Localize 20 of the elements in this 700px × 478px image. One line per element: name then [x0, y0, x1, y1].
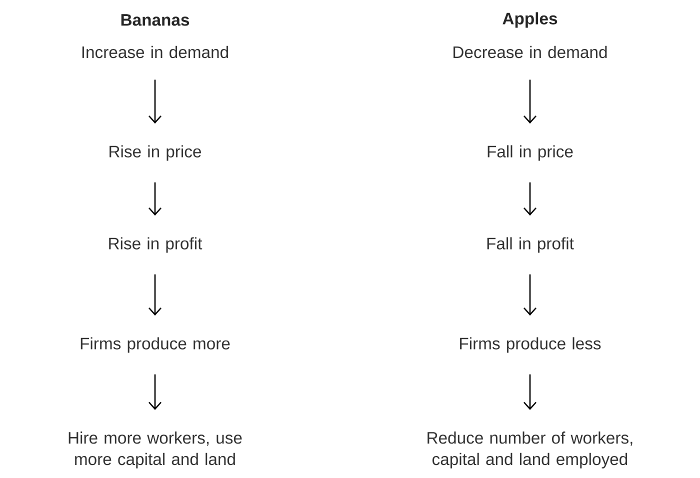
step-text: Rise in profit: [109, 237, 202, 253]
step-text: Hire more workers, use more capital and land: [68, 432, 242, 468]
arrow: [524, 182, 536, 216]
step-text: Increase in demand: [82, 46, 228, 58]
arrow: [524, 374, 536, 410]
step-text: Decrease in demand: [454, 46, 607, 58]
arrow: [524, 274, 536, 316]
step-text: Fall in profit: [487, 237, 574, 253]
step-text: Firms produce more: [80, 337, 230, 353]
column-heading: Apples: [502, 12, 558, 28]
step-text: Reduce number of workers, capital and land employed: [428, 432, 632, 468]
arrow: [148, 374, 162, 410]
arrow: [524, 80, 536, 124]
step-text: Rise in price: [110, 145, 201, 161]
step-text: Firms produce less: [460, 337, 601, 353]
arrow: [148, 274, 162, 316]
arrow: [148, 182, 162, 216]
column-heading: Bananas: [121, 14, 190, 26]
step-text: Fall in price: [488, 145, 573, 161]
arrow: [148, 80, 162, 124]
